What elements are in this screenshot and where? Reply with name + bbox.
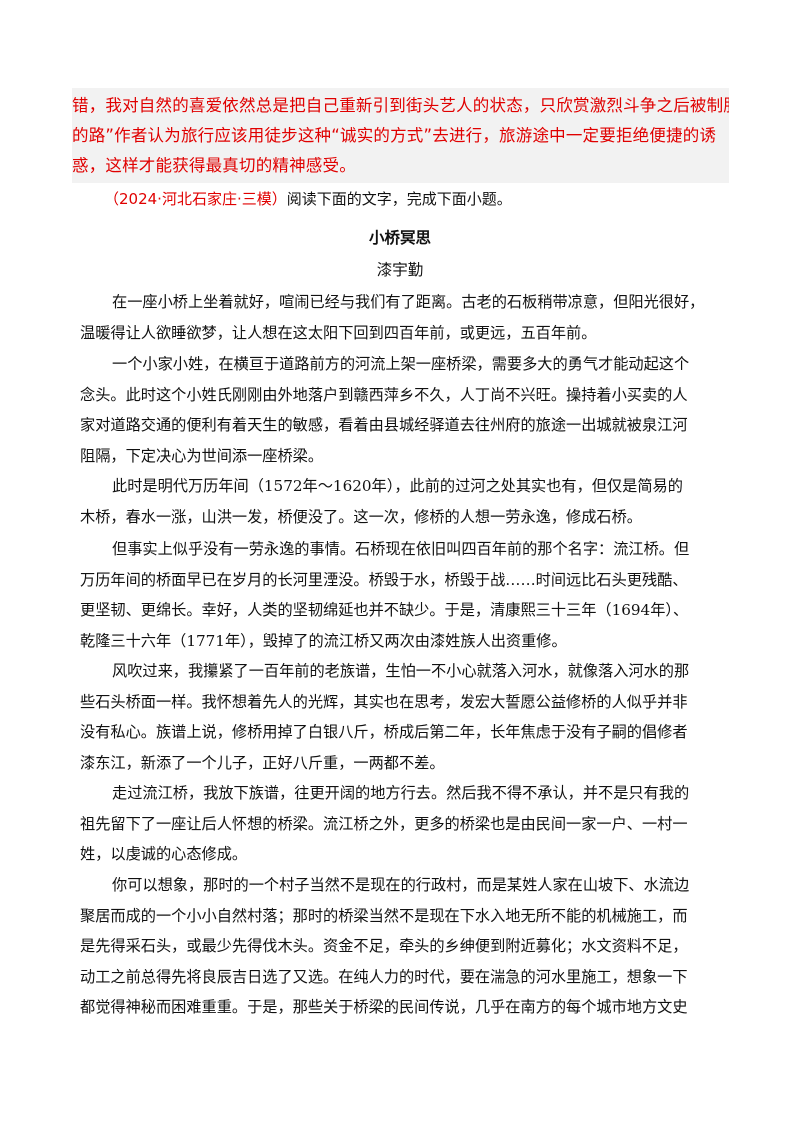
paragraph-line: 走过流江桥，我放下族谱，往更开阔的地方行去。然后我不得不承认，并不是只有我的 xyxy=(112,784,690,802)
paragraph-line: 木桥，春水一涨，山洪一发，桥便没了。这一次，修桥的人想一劳永逸，修成石桥。 xyxy=(80,507,642,526)
paragraph-line: 聚居而成的一个小小自然村落；那时的桥梁当然不是现在下水入地无所不能的机械施工，而 xyxy=(80,906,688,925)
paragraph-line: 没有私心。族谱上说，修桥用掉了白银八斤，桥成后第二年，长年焦虑于没有子嗣的倡修者 xyxy=(80,723,688,741)
paragraph-line: 家对道路交通的便利有着天生的敏感，看着由县城经驿道去往州府的旅途一出城就被泉江河 xyxy=(80,416,688,434)
paragraph-line: 此时是明代万历年间（1572年～1620年），此前的过河之处其实也有，但仅是简易… xyxy=(112,477,683,495)
paragraph-line: 动工之前总得先将良辰吉日选了又选。在纯人力的时代，要在湍急的河水里施工，想象一下 xyxy=(80,967,688,986)
paragraph-line: 更坚韧、更绵长。幸好，人类的坚韧绵延也并不缺少。于是，清康熙三十三年（1694年… xyxy=(80,601,689,619)
question-source-line: （2024·河北石家庄·三模）阅读下面的文字，完成下面小题。 xyxy=(104,186,512,212)
paragraph-line: 万历年间的桥面早已在岁月的长河里湮没。桥毁于水，桥毁于战……时间远比石头更残酷、 xyxy=(80,570,688,589)
article-paragraph: 但事实上似乎没有一劳永逸的事情。石桥现在依旧叫四百年前的那个名字：流江桥。但 万… xyxy=(80,534,736,656)
paragraph-line: 念头。此时这个小姓氏刚刚由外地落户到赣西萍乡不久，人丁尚不兴旺。操持着小买卖的人 xyxy=(80,385,688,404)
paragraph-line: 在一座小桥上坐着就好，喧闹已经与我们有了距离。古老的石板稍带凉意，但阳光很好， xyxy=(112,293,705,311)
paragraph-line: 漆东江，新添了一个儿子，正好八斤重，一两都不差。 xyxy=(80,753,445,772)
paragraph-line: 是先得采石头，或最少先得伐木头。资金不足，牵头的乡绅便到附近募化；水文资料不足， xyxy=(80,937,688,955)
article-paragraph: 此时是明代万历年间（1572年～1620年），此前的过河之处其实也有，但仅是简易… xyxy=(80,471,736,532)
paragraph-line: 姓，以虔诚的心态修成。 xyxy=(80,845,248,863)
article-paragraph: 一个小家小姓，在横亘于道路前方的河流上架一座桥梁，需要多大的勇气才能动起这个 念… xyxy=(80,349,736,471)
paragraph-line: 你可以想象，那时的一个村子当然不是现在的行政村，而是某姓人家在山坡下、水流边 xyxy=(112,876,690,894)
paragraph-line: 祖先留下了一座让后人怀想的桥梁。流江桥之外，更多的桥梁也是由民间一家一户、一村一 xyxy=(80,814,688,833)
article-paragraph: 风吹过来，我攥紧了一百年前的老族谱，生怕一不小心就落入河水，就像落入河水的那 些… xyxy=(80,656,736,778)
answer-line: 的路”作者认为旅行应该用徒步这种“诚实的方式”去进行，旅游途中一定要拒绝便捷的诱 xyxy=(72,126,717,145)
question-source: （2024·河北石家庄·三模） xyxy=(104,190,287,208)
paragraph-line: 阻隔，下定决心为世间添一座桥梁。 xyxy=(80,446,323,465)
article-paragraph: 在一座小桥上坐着就好，喧闹已经与我们有了距离。古老的石板稍带凉意，但阳光很好， … xyxy=(80,287,736,348)
question-instruction: 阅读下面的文字，完成下面小题。 xyxy=(286,190,512,208)
answer-highlight-box: 错，我对自然的喜爱依然总是把自己重新引到街头艺人的状态，只欣赏激烈斗争之后被制服… xyxy=(72,88,729,183)
paragraph-line: 风吹过来，我攥紧了一百年前的老族谱，生怕一不小心就落入河水，就像落入河水的那 xyxy=(112,662,690,680)
paragraph-line: 些石头桥面一样。我怀想着先人的光辉，其实也在思考，发宏大誓愿公益修桥的人似乎并非 xyxy=(80,692,688,711)
paragraph-line: 乾隆三十六年（1771年），毁掉了的流江桥又两次由漆姓族人出资重修。 xyxy=(80,631,567,650)
article-title: 小桥冥思 xyxy=(368,229,431,247)
paragraph-line: 一个小家小姓，在横亘于道路前方的河流上架一座桥梁，需要多大的勇气才能动起这个 xyxy=(112,355,690,373)
paragraph-line: 温暖得让人欲睡欲梦，让人想在这太阳下回到四百年前，或更远，五百年前。 xyxy=(80,323,597,342)
paragraph-line: 但事实上似乎没有一劳永逸的事情。石桥现在依旧叫四百年前的那个名字：流江桥。但 xyxy=(112,540,690,558)
paragraph-line: 都觉得神秘而困难重重。于是，那些关于桥梁的民间传说，几乎在南方的每个城市地方文史 xyxy=(80,998,688,1016)
article-paragraph: 你可以想象，那时的一个村子当然不是现在的行政村，而是某姓人家在山坡下、水流边 聚… xyxy=(80,870,736,1023)
article-paragraph: 走过流江桥，我放下族谱，往更开阔的地方行去。然后我不得不承认，并不是只有我的 祖… xyxy=(80,778,736,870)
article-author: 漆宇勤 xyxy=(376,261,424,279)
answer-line: 错，我对自然的喜爱依然总是把自己重新引到街头艺人的状态，只欣赏激烈斗争之后被制服 xyxy=(72,96,729,115)
answer-line: 惑，这样才能获得最真切的精神感受。 xyxy=(72,156,356,175)
